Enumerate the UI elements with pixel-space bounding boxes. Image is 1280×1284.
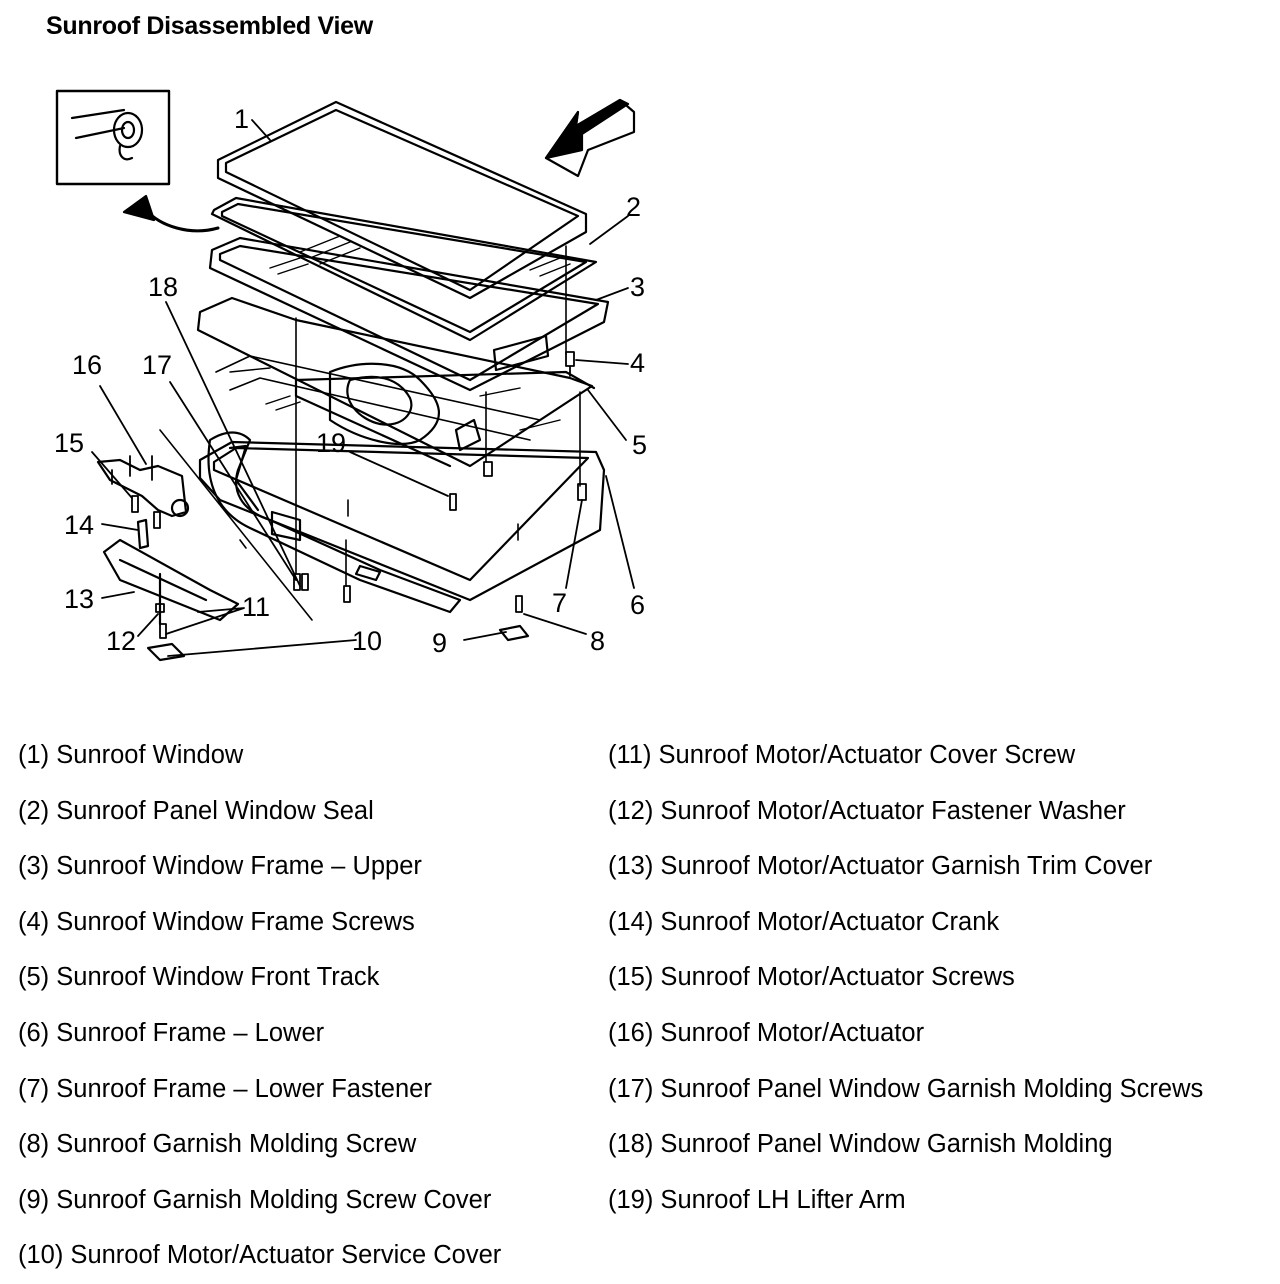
legend-item-8: (8) Sunroof Garnish Molding Screw [18, 1130, 417, 1159]
legend-item-11: (11) Sunroof Motor/Actuator Cover Screw [608, 741, 1076, 769]
legend-item-5: (5) Sunroof Window Front Track [18, 963, 380, 992]
alignment-lines [159, 245, 581, 621]
callout-19: 19 [316, 428, 346, 458]
sunroof-window-part [216, 100, 588, 300]
callout-3: 3 [630, 272, 645, 302]
callout-17: 17 [142, 350, 172, 380]
screw-covers [146, 624, 530, 662]
legend-item-9: (9) Sunroof Garnish Molding Screw Cover [18, 1185, 492, 1214]
upper-window-frame-part [208, 236, 610, 392]
callout-4: 4 [630, 348, 645, 378]
callout-15: 15 [54, 428, 84, 458]
callout-10: 10 [352, 626, 382, 656]
legend-item-14: (14) Sunroof Motor/Actuator Crank [608, 907, 1000, 936]
callout-18: 18 [148, 272, 178, 302]
legend-right-column: (11) Sunroof Motor/Actuator Cover Screw … [608, 728, 1268, 1228]
callout-1: 1 [234, 104, 249, 134]
legend-item-12: (12) Sunroof Motor/Actuator Fastener Was… [608, 796, 1126, 825]
legend-item-15: (15) Sunroof Motor/Actuator Screws [608, 963, 1015, 992]
legend-item-6: (6) Sunroof Frame – Lower [18, 1018, 325, 1047]
legend-item-1: (1) Sunroof Window [18, 741, 244, 769]
legend-item-2: (2) Sunroof Panel Window Seal [18, 796, 374, 825]
leader-lines [91, 119, 635, 657]
front-track-part [196, 296, 596, 468]
motor-actuator-assembly [96, 455, 240, 626]
legend-item-19: (19) Sunroof LH Lifter Arm [608, 1185, 906, 1214]
callout-11: 11 [242, 592, 270, 622]
legend-item-7: (7) Sunroof Frame – Lower Fastener [18, 1074, 432, 1103]
callout-9: 9 [432, 628, 447, 658]
seal-detail-inset [55, 89, 171, 186]
lower-frame-part [198, 355, 606, 602]
callout-labels: 1 2 3 4 5 6 7 8 9 10 11 12 13 14 15 16 1… [54, 104, 647, 658]
front-direction-arrow-icon [544, 98, 636, 178]
legend-item-18: (18) Sunroof Panel Window Garnish Moldin… [608, 1130, 1113, 1159]
legend-item-16: (16) Sunroof Motor/Actuator [608, 1018, 925, 1047]
legend-item-10: (10) Sunroof Motor/Actuator Service Cove… [18, 1241, 502, 1270]
legend-item-4: (4) Sunroof Window Frame Screws [18, 907, 415, 936]
callout-8: 8 [590, 626, 605, 656]
callout-14: 14 [64, 510, 94, 540]
diagram-title: Sunroof Disassembled View [46, 12, 373, 40]
callout-6: 6 [630, 590, 645, 620]
legend-left-column: (1) Sunroof Window (2) Sunroof Panel Win… [18, 728, 598, 1284]
screws-fasteners [131, 351, 587, 639]
curved-arrow-icon [122, 194, 220, 233]
window-seal-part [210, 196, 598, 342]
callout-5: 5 [632, 430, 647, 460]
callout-7: 7 [552, 588, 567, 618]
callout-16: 16 [72, 350, 102, 380]
legend-item-13: (13) Sunroof Motor/Actuator Garnish Trim… [608, 852, 1153, 881]
legend-item-17: (17) Sunroof Panel Window Garnish Moldin… [608, 1074, 1204, 1103]
callout-13: 13 [64, 584, 94, 614]
callout-2: 2 [626, 192, 641, 222]
callout-12: 12 [106, 626, 136, 656]
exploded-view-diagram: 1 2 3 4 5 6 7 8 9 10 11 12 13 14 15 16 1… [54, 89, 647, 662]
legend-item-3: (3) Sunroof Window Frame – Upper [18, 852, 422, 881]
